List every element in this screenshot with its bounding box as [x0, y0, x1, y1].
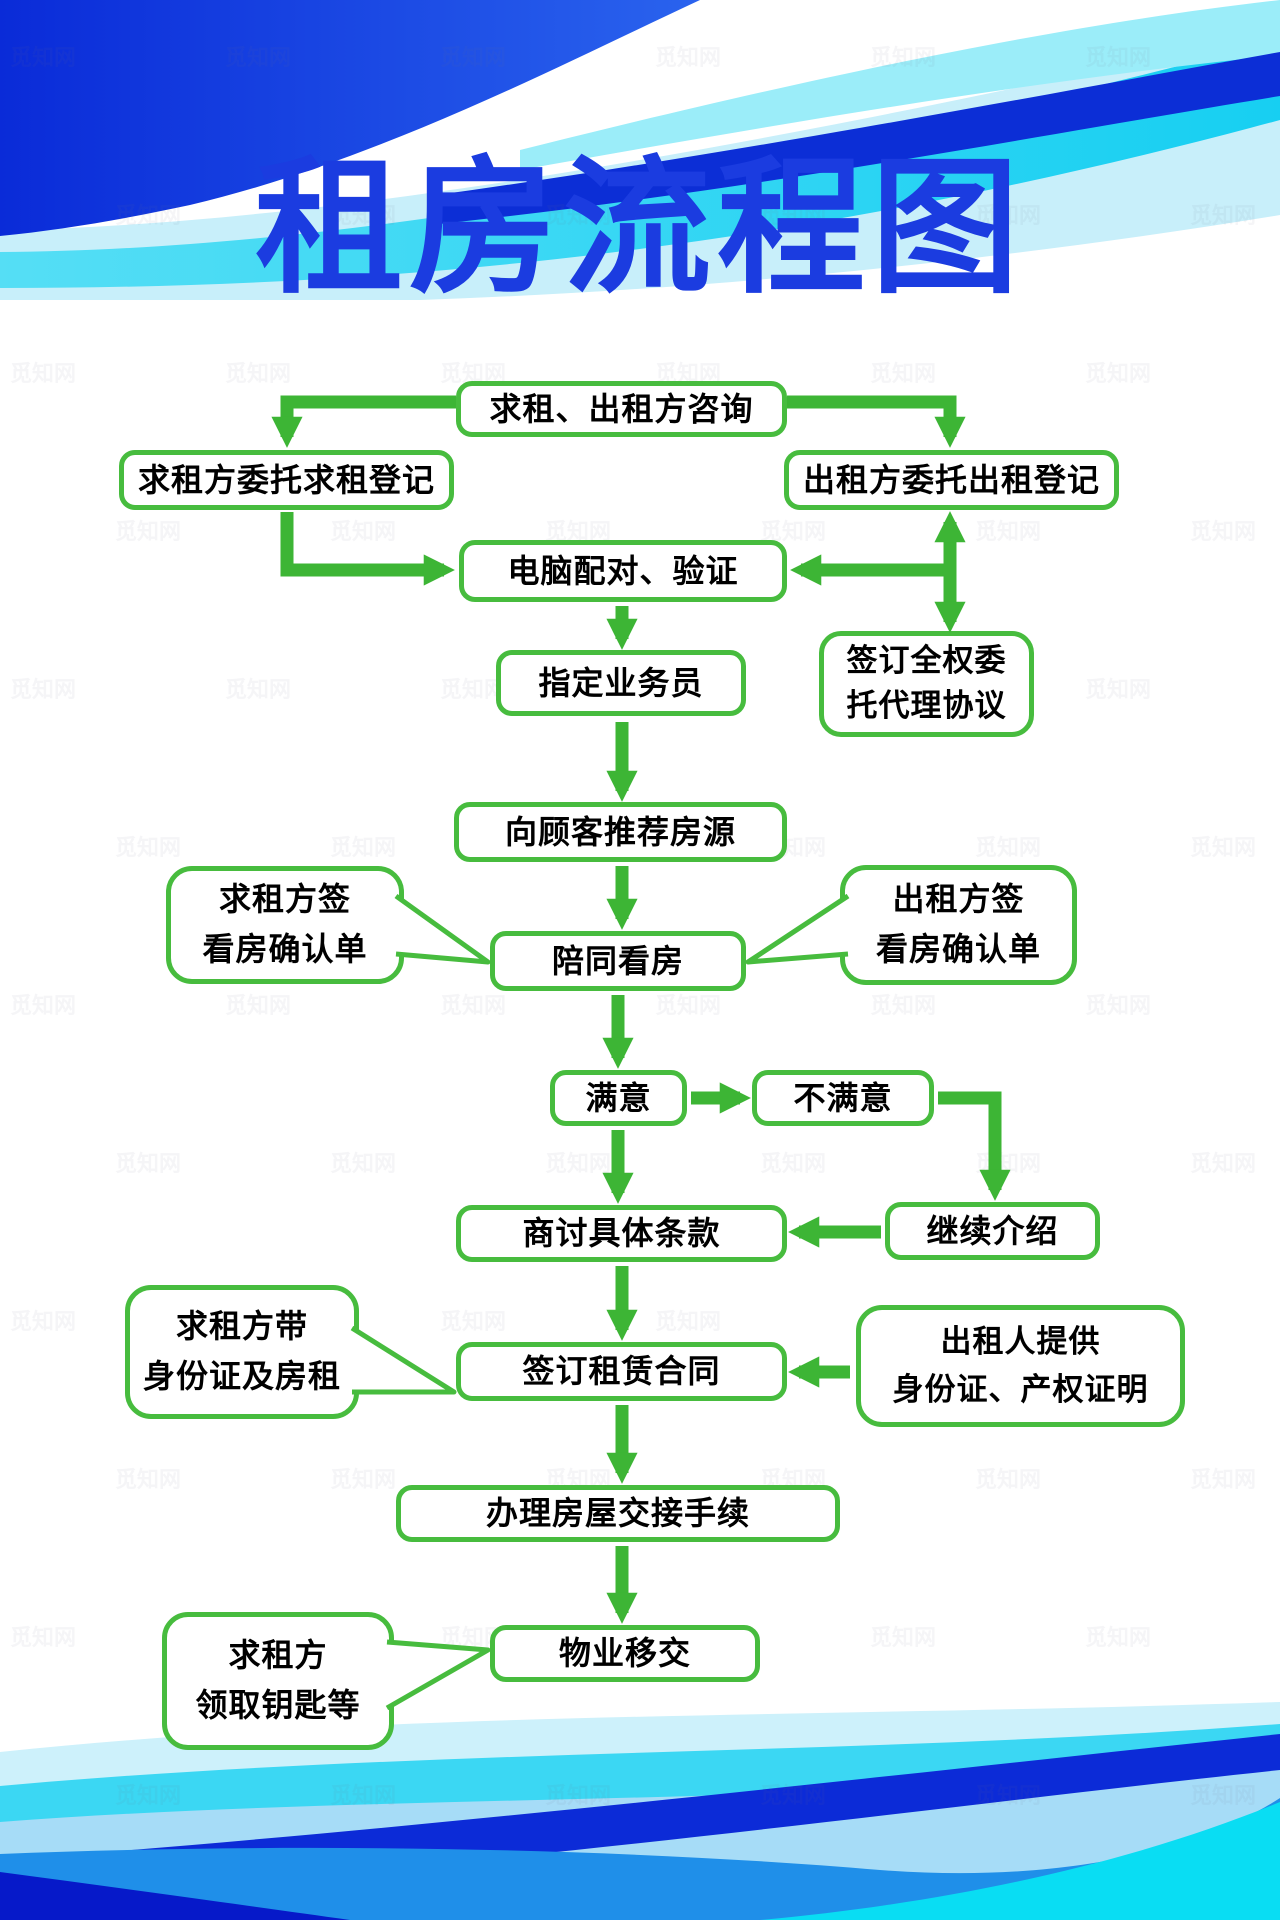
- node-label-line1: 求租方签: [218, 881, 351, 918]
- watermark-text: 觅知网: [870, 361, 937, 386]
- node-label: 物业移交: [558, 1635, 691, 1672]
- watermark-text: 觅知网: [975, 1151, 1042, 1176]
- node-label-line2: 托代理协议: [846, 688, 1007, 723]
- node-label: 不满意: [793, 1079, 893, 1116]
- arrow-consult-to-tenant-reg: [271, 395, 456, 448]
- page-title: 租房流程图: [255, 146, 1025, 311]
- node-accompanied-viewing: 陪同看房: [490, 931, 746, 991]
- callout-tenant-brings-id-and-rent: 求租方带 身份证及房租: [125, 1285, 359, 1419]
- node-unsatisfied: 不满意: [752, 1070, 934, 1126]
- node-label-line2: 看房确认单: [202, 931, 368, 967]
- node-label: 满意: [585, 1079, 652, 1116]
- node-consult: 求租、出租方咨询: [456, 381, 787, 437]
- node-continue-introducing: 继续介绍: [885, 1202, 1100, 1260]
- watermark-text: 觅知网: [115, 1467, 182, 1492]
- watermark-text: 觅知网: [330, 1467, 397, 1492]
- arrow-unsatisfied-to-continue: [938, 1091, 1011, 1201]
- node-label: 求租方委托求租登记: [137, 461, 435, 498]
- watermark-text: 觅知网: [10, 1625, 77, 1650]
- node-full-agency-agreement: 签订全权委 托代理协议: [819, 631, 1034, 737]
- node-label: 办理房屋交接手续: [485, 1495, 750, 1532]
- node-label-line1: 求租方: [228, 1637, 328, 1674]
- watermark-text: 觅知网: [440, 993, 507, 1018]
- node-label-line1: 出租人提供: [940, 1323, 1101, 1359]
- callout-tenant-receives-keys: 求租方 领取钥匙等: [162, 1612, 394, 1750]
- watermark-text: 觅知网: [225, 993, 292, 1018]
- node-sign-lease-contract: 签订租赁合同: [456, 1342, 787, 1401]
- watermark-text: 觅知网: [10, 361, 77, 386]
- watermark-text: 觅知网: [225, 361, 292, 386]
- watermark-text: 觅知网: [870, 993, 937, 1018]
- node-tenant-registration: 求租方委托求租登记: [119, 450, 454, 510]
- watermark-text: 觅知网: [1085, 993, 1152, 1018]
- watermark-text: 觅知网: [870, 1625, 937, 1650]
- watermark-text: 觅知网: [1190, 835, 1257, 860]
- node-label: 电脑配对、验证: [507, 552, 739, 589]
- watermark-text: 觅知网: [330, 519, 397, 544]
- watermark-text: 觅知网: [975, 835, 1042, 860]
- watermark-text: 觅知网: [330, 1151, 397, 1176]
- callout-tenant-viewing-confirmation: 求租方签 看房确认单: [166, 866, 404, 984]
- node-label: 商讨具体条款: [522, 1215, 721, 1252]
- callout-tail-tenant-confirm: [396, 896, 488, 962]
- node-label: 向顾客推荐房源: [504, 813, 736, 850]
- watermark-text: 觅知网: [440, 1309, 507, 1334]
- node-recommend-listings: 向顾客推荐房源: [454, 802, 787, 862]
- callout-tail-bring-id: [352, 1328, 454, 1392]
- node-assign-agent: 指定业务员: [496, 650, 746, 716]
- callout-tail-landlord-confirm: [748, 896, 848, 962]
- node-label-line1: 求租方带: [175, 1308, 308, 1345]
- watermark-text: 觅知网: [760, 1151, 827, 1176]
- node-label: 继续介绍: [926, 1212, 1059, 1249]
- watermark-text: 觅知网: [1085, 361, 1152, 386]
- node-landlord-provides-documents: 出租人提供 身份证、产权证明: [856, 1305, 1185, 1427]
- watermark-text: 觅知网: [1190, 1151, 1257, 1176]
- watermark-text: 觅知网: [975, 1467, 1042, 1492]
- watermark-text: 觅知网: [1085, 1625, 1152, 1650]
- watermark-text: 觅知网: [655, 993, 722, 1018]
- watermark-text: 觅知网: [1190, 519, 1257, 544]
- callout-landlord-viewing-confirmation: 出租方签 看房确认单: [840, 865, 1077, 985]
- watermark-text: 觅知网: [975, 519, 1042, 544]
- node-satisfied: 满意: [550, 1070, 687, 1126]
- watermark-text: 觅知网: [225, 677, 292, 702]
- node-label-line2: 身份证、产权证明: [892, 1372, 1149, 1407]
- watermark-text: 觅知网: [115, 519, 182, 544]
- watermark-text: 觅知网: [545, 1151, 612, 1176]
- watermark-text: 觅知网: [1085, 677, 1152, 702]
- node-label-line1: 出租方签: [892, 881, 1025, 918]
- header-wave-graphic: [0, 0, 1280, 300]
- node-negotiate-terms: 商讨具体条款: [456, 1205, 787, 1262]
- node-label: 指定业务员: [538, 664, 704, 701]
- node-label-line2: 领取钥匙等: [195, 1687, 361, 1723]
- footer-wave-graphic: [0, 1690, 1280, 1920]
- node-landlord-registration: 出租方委托出租登记: [784, 450, 1119, 510]
- callout-tails: [350, 893, 850, 1711]
- watermark-text: 觅知网: [10, 993, 77, 1018]
- arrow-tenant-reg-to-match: [280, 512, 455, 586]
- watermark-text: 觅知网: [115, 835, 182, 860]
- node-label-line1: 签订全权委: [846, 643, 1007, 679]
- node-label: 签订租赁合同: [522, 1353, 721, 1390]
- watermark-text: 觅知网: [1190, 1467, 1257, 1492]
- node-house-handover-procedures: 办理房屋交接手续: [396, 1485, 840, 1542]
- node-label: 出租方委托出租登记: [802, 461, 1100, 498]
- watermark-text: 觅知网: [10, 677, 77, 702]
- node-computer-match-verify: 电脑配对、验证: [459, 540, 787, 602]
- watermark-text: 觅知网: [330, 835, 397, 860]
- watermark-text: 觅知网: [10, 1309, 77, 1334]
- node-label: 陪同看房: [551, 942, 684, 979]
- node-label-line2: 看房确认单: [875, 931, 1041, 967]
- watermark-text: 觅知网: [655, 1309, 722, 1334]
- arrow-consult-to-landlord-reg: [787, 395, 966, 448]
- node-label: 求租、出租方咨询: [489, 390, 754, 427]
- node-label-line2: 身份证及房租: [142, 1358, 341, 1394]
- node-property-transfer: 物业移交: [490, 1625, 760, 1682]
- watermark-text: 觅知网: [115, 1151, 182, 1176]
